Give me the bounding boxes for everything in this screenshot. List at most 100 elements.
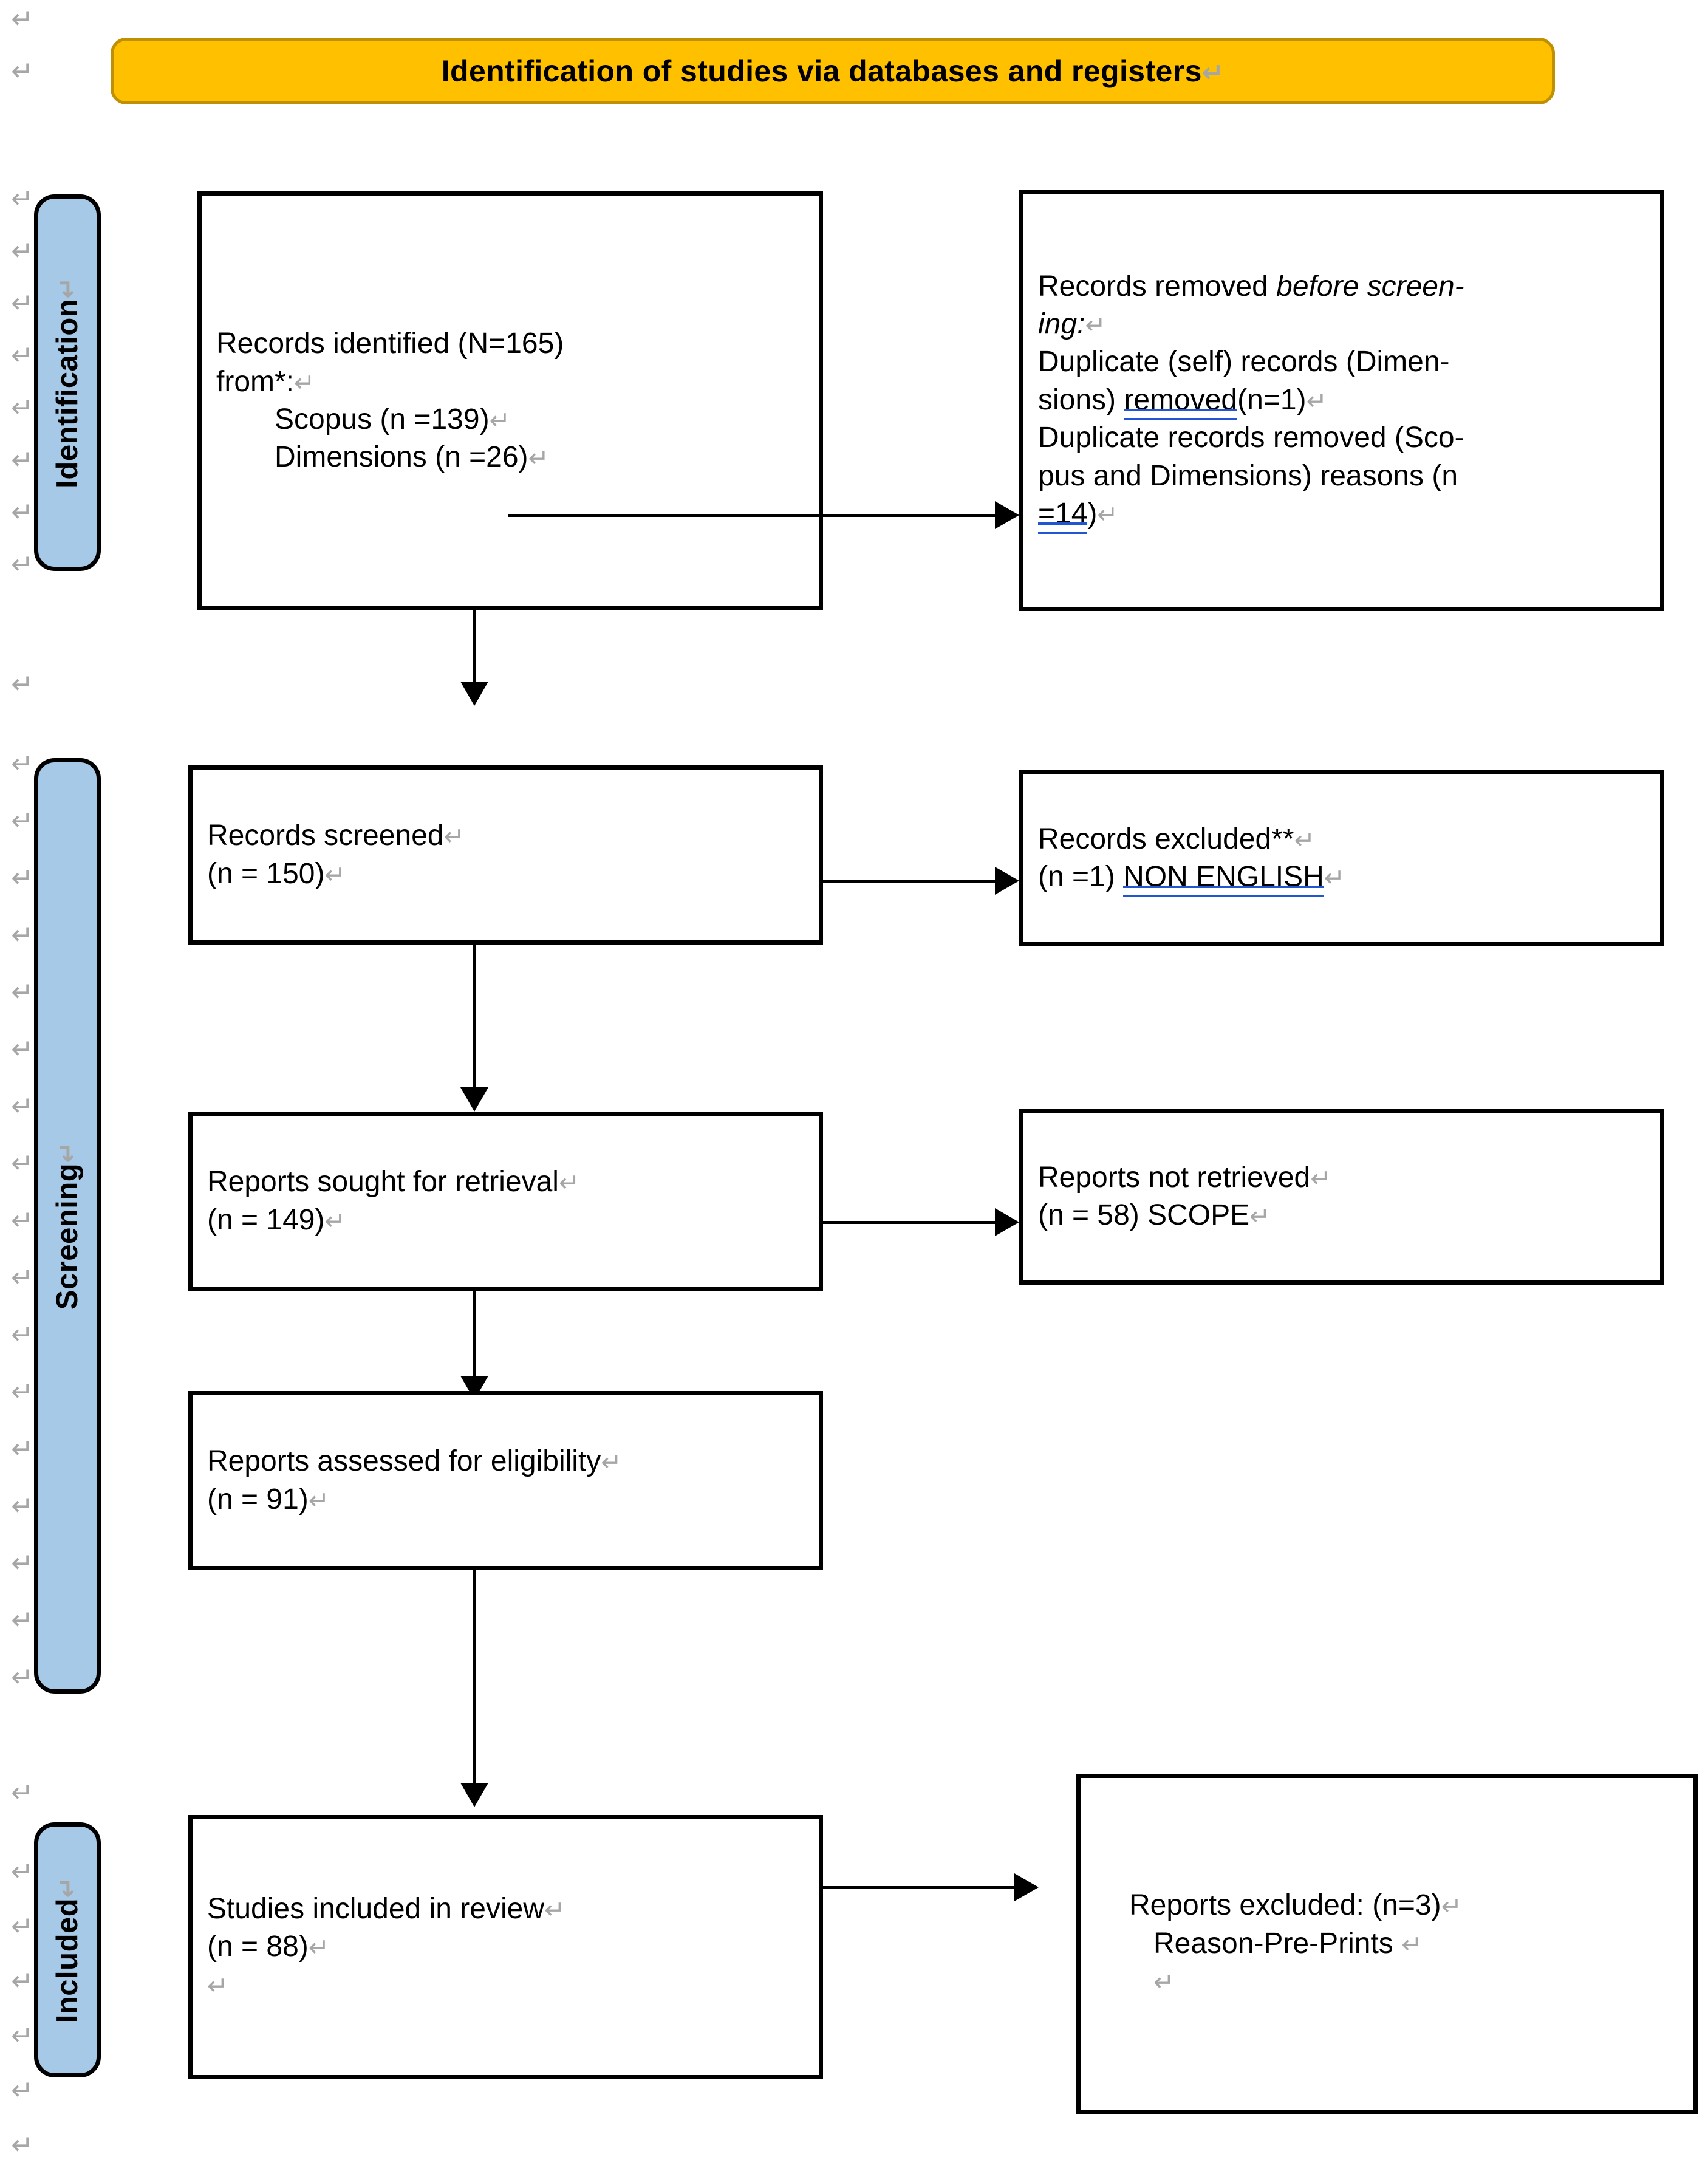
pilcrow-icon: ↵: [308, 1933, 330, 1963]
grammar-underline: removed: [1124, 381, 1237, 421]
arrow-head-included-to-excluded-final: [1014, 1873, 1039, 1901]
records-screened-line-2: (n = 150)↵: [207, 857, 346, 890]
paragraph-mark-icon: ↵: [11, 805, 33, 836]
paragraph-mark-icon: ↵: [11, 1966, 33, 1997]
reports-not-retrieved-line-1: Reports not retrieved↵: [1038, 1161, 1331, 1194]
paragraph-mark-icon: ↵: [11, 392, 33, 423]
paragraph-mark-icon: ↵: [11, 2020, 33, 2051]
records-removed-line-6: pus and Dimensions) reasons (n: [1038, 459, 1458, 492]
paragraph-mark-icon: ↵: [11, 1091, 33, 1122]
pilcrow-icon: ↵: [1249, 1202, 1271, 1231]
records-removed-line-1: Records removed before screen-: [1038, 270, 1464, 303]
paragraph-mark-icon: ↵: [11, 863, 33, 894]
records-removed-line-7: =14 )↵: [1038, 495, 1645, 535]
records-identified-line-2: from*:↵: [216, 365, 315, 398]
reports-sought-line-1: Reports sought for retrieval↵: [207, 1166, 580, 1198]
pilcrow-icon: ↵: [308, 1485, 330, 1515]
arrow-head-sought-to-not-retrieved: [995, 1208, 1019, 1236]
pilcrow-icon: ↵: [528, 443, 550, 473]
paragraph-mark-icon: ↵: [11, 236, 33, 267]
paragraph-mark-icon: ↵: [11, 340, 33, 371]
paragraph-mark-icon: ↵: [11, 497, 33, 528]
records-identified-line-3: Scopus (n =139)↵: [275, 403, 511, 436]
pilcrow-icon: ↵: [1201, 58, 1225, 88]
reports-excluded-final-line-2: Reason-Pre-Prints ↵: [1153, 1927, 1423, 1960]
pilcrow-icon: ↵: [294, 367, 315, 397]
box-records-screened: Records screened↵ (n = 150)↵: [188, 765, 823, 945]
connector-identified-to-removed: [508, 514, 1004, 517]
pilcrow-icon: ↵: [489, 406, 511, 435]
studies-included-line-2: (n = 88)↵: [207, 1930, 330, 1963]
reports-not-retrieved-line-2: (n = 58) SCOPE↵: [1038, 1199, 1271, 1231]
paragraph-mark-icon: ↵: [11, 288, 33, 319]
paragraph-mark-icon: ↵: [11, 549, 33, 580]
box-reports-assessed: Reports assessed for eligibility↵ (n = 9…: [188, 1391, 823, 1570]
paragraph-mark-icon: ↵: [11, 56, 33, 87]
arrow-head-screened-to-sought: [460, 1087, 488, 1112]
arrow-head-screened-to-excluded: [995, 867, 1019, 895]
paragraph-mark-icon: ↵: [11, 1434, 33, 1465]
records-excluded-line-1: Records excluded**↵: [1038, 822, 1316, 855]
reports-excluded-final-line-3: ↵: [1095, 1963, 1679, 2000]
paragraph-mark-icon: ↵: [11, 1262, 33, 1293]
pilcrow-icon: ↵: [443, 822, 465, 852]
connector-screened-to-excluded: [823, 880, 1004, 883]
paragraph-mark-icon: ↵: [11, 1205, 33, 1236]
paragraph-mark-icon: ↵: [11, 748, 33, 779]
paragraph-mark-icon: ↵: [11, 445, 33, 476]
paragraph-mark-icon: ↵: [11, 2130, 33, 2161]
connector-sought-to-not-retrieved: [823, 1221, 1004, 1224]
paragraph-mark-icon: ↵: [11, 1376, 33, 1407]
connector-screened-to-sought: [473, 945, 476, 1093]
reports-excluded-final-line-1: Reports excluded: (n=3)↵: [1129, 1889, 1463, 1922]
pilcrow-icon: ↵: [52, 277, 82, 299]
stage-label-included-text: Included↵: [51, 1876, 84, 2023]
paragraph-mark-icon: ↵: [11, 1319, 33, 1350]
pilcrow-icon: ↵: [1097, 499, 1118, 529]
pilcrow-icon: ↵: [558, 1168, 580, 1198]
paragraph-mark-icon: ↵: [11, 183, 33, 214]
pilcrow-icon: ↵: [1085, 310, 1106, 340]
paragraph-mark-icon: ↵: [11, 1777, 33, 1808]
pilcrow-icon: ↵: [1441, 1892, 1463, 1921]
pilcrow-icon: ↵: [544, 1895, 565, 1924]
pilcrow-icon: ↵: [1306, 386, 1328, 415]
paragraph-mark-icon: ↵: [11, 920, 33, 951]
box-reports-excluded-final: Reports excluded: (n=3)↵ Reason-Pre-Prin…: [1076, 1774, 1698, 2114]
paragraph-mark-icon: ↵: [11, 977, 33, 1008]
grammar-underline: =14: [1038, 495, 1088, 535]
records-screened-line-1: Records screened↵: [207, 819, 465, 852]
arrow-head-identified-to-screened: [460, 682, 488, 706]
studies-included-line-1: Studies included in review↵: [207, 1892, 565, 1925]
records-removed-line-2: ing:↵: [1038, 308, 1106, 341]
stage-label-screening: Screening↵: [34, 758, 101, 1694]
paragraph-mark-icon: ↵: [11, 1148, 33, 1179]
stage-label-included: Included↵: [34, 1822, 101, 2077]
pilcrow-icon: ↵: [1153, 1967, 1175, 1997]
pilcrow-icon: ↵: [324, 860, 346, 889]
records-identified-line-4: Dimensions (n =26)↵: [275, 441, 550, 474]
stage-label-screening-text: Screening↵: [51, 1141, 84, 1310]
records-excluded-line-2: (n =1) NON ENGLISH↵: [1038, 858, 1645, 898]
studies-included-line-3: ↵: [207, 1966, 804, 2004]
box-reports-not-retrieved: Reports not retrieved↵ (n = 58) SCOPE↵: [1019, 1109, 1664, 1285]
box-records-identified: Records identified (N=165) from*:↵ Scopu…: [197, 191, 823, 610]
paragraph-mark-icon: ↵: [11, 4, 33, 35]
diagram-header-banner: Identification of studies via databases …: [111, 38, 1555, 104]
pilcrow-icon: ↵: [52, 1876, 82, 1899]
pilcrow-icon: ↵: [1324, 863, 1345, 892]
records-removed-line-3: Duplicate (self) records (Dimen-: [1038, 346, 1450, 378]
paragraph-mark-icon: ↵: [11, 1491, 33, 1522]
pilcrow-icon: ↵: [207, 1971, 228, 2000]
pilcrow-icon: ↵: [1310, 1163, 1331, 1193]
connector-sought-to-assessed: [473, 1291, 476, 1382]
paragraph-mark-icon: ↵: [11, 1911, 33, 1942]
header-title: Identification of studies via databases …: [441, 54, 1225, 88]
paragraph-mark-icon: ↵: [11, 1856, 33, 1887]
pilcrow-icon: ↵: [52, 1141, 82, 1164]
arrow-head-assessed-to-included: [460, 1783, 488, 1807]
arrow-head-identified-to-removed: [995, 501, 1019, 529]
pilcrow-icon: ↵: [1401, 1929, 1423, 1959]
paragraph-mark-icon: ↵: [11, 1605, 33, 1636]
stage-label-identification: Identification↵: [34, 194, 101, 571]
